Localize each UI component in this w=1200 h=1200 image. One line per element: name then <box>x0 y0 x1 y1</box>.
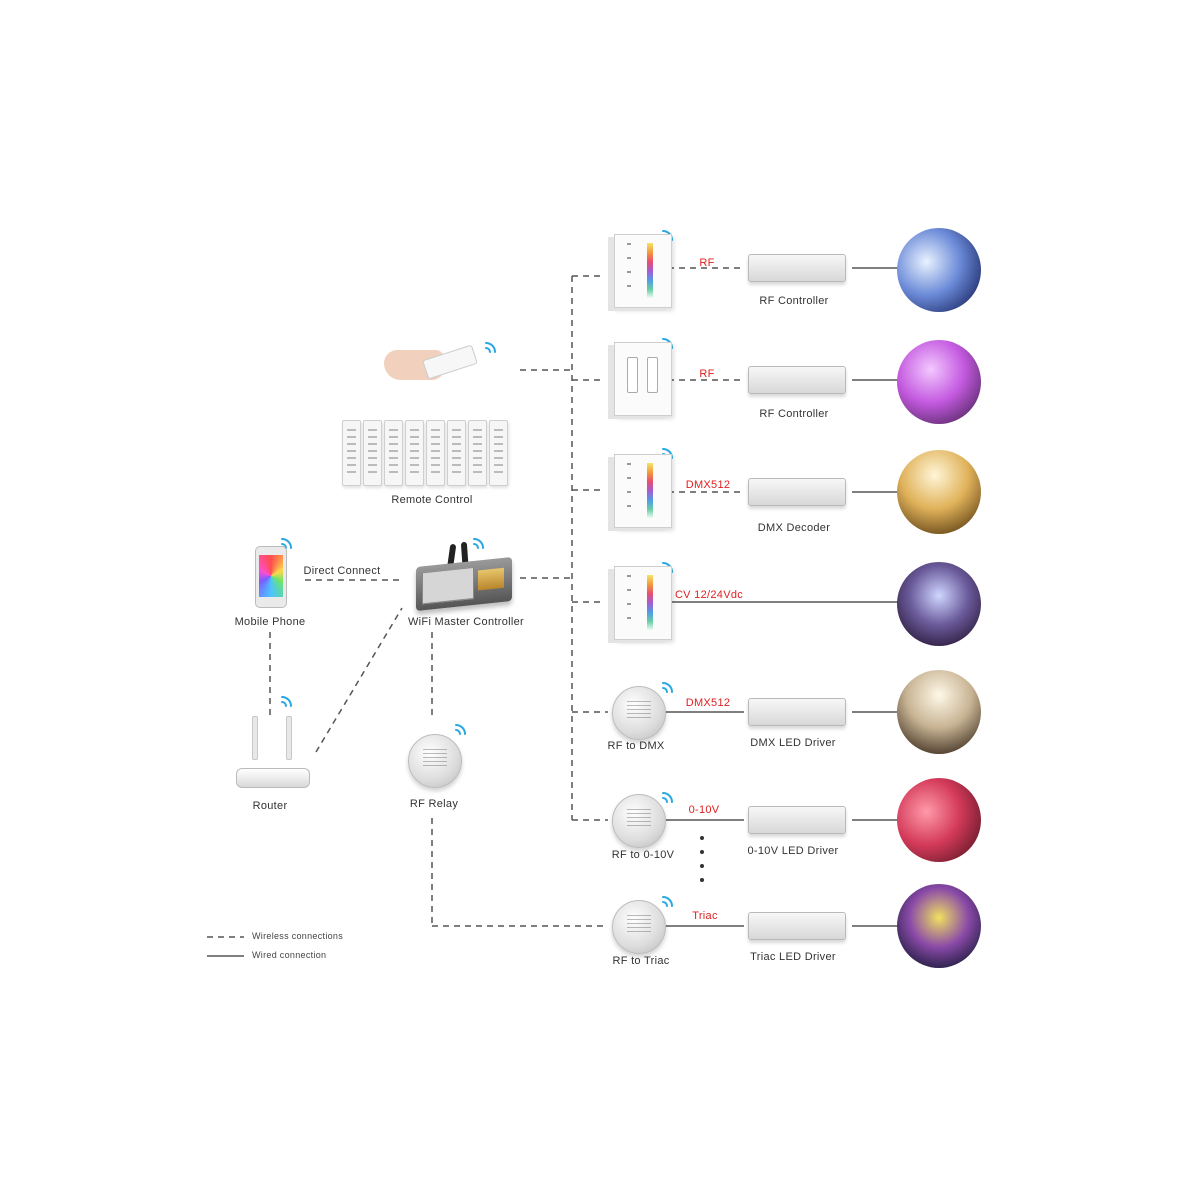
wifi-signal-icon <box>662 792 673 803</box>
protocol-label: DMX512 <box>685 479 731 491</box>
lighting-scene-photo <box>897 450 981 534</box>
driver-image <box>739 254 855 282</box>
touch-panel <box>614 342 672 416</box>
driver-image <box>739 912 855 940</box>
device-label: RF Controller <box>759 408 829 420</box>
router-label: Router <box>252 800 288 812</box>
lighting-scene-photo <box>897 228 981 312</box>
direct-connect-label: Direct Connect <box>303 565 381 577</box>
wifi-signal-icon <box>455 724 466 735</box>
rf-relay-image <box>408 734 462 788</box>
driver-image <box>739 698 855 726</box>
protocol-label: Triac <box>692 910 718 922</box>
driver-image <box>739 366 855 394</box>
row-source-label: RF to 0-10V <box>611 849 675 861</box>
wifi-signal-icon <box>281 696 292 707</box>
legend-wired: Wired connection <box>252 950 327 960</box>
wifi-signal-icon <box>485 342 496 353</box>
rf-receiver-image <box>612 900 666 954</box>
device-label: Triac LED Driver <box>750 951 836 963</box>
touch-panel <box>614 234 672 308</box>
mobile-phone-label: Mobile Phone <box>234 616 306 628</box>
device-label: DMX Decoder <box>757 522 831 534</box>
rf-receiver-image <box>612 686 666 740</box>
device-label: DMX LED Driver <box>750 737 836 749</box>
row-source-label: RF to Triac <box>612 955 670 967</box>
touch-panel <box>614 454 672 528</box>
remote-control-label: Remote Control <box>391 494 473 506</box>
row-source-label: RF to DMX <box>607 740 665 752</box>
protocol-label: CV 12/24Vdc <box>674 589 744 601</box>
wifi-signal-icon <box>662 896 673 907</box>
device-label: 0-10V LED Driver <box>747 845 839 857</box>
device-label: RF Controller <box>759 295 829 307</box>
continuation-dots <box>700 836 704 892</box>
wifi-master-controller-label: WiFi Master Controller <box>407 616 525 628</box>
protocol-label: DMX512 <box>685 697 731 709</box>
touch-panel <box>614 566 672 640</box>
lighting-scene-photo <box>897 562 981 646</box>
lighting-scene-photo <box>897 884 981 968</box>
wifi-signal-icon <box>662 682 673 693</box>
mobile-phone-image <box>255 546 287 608</box>
driver-image <box>739 806 855 834</box>
protocol-label: RF <box>699 257 715 269</box>
lighting-scene-photo <box>897 670 981 754</box>
rf-relay-label: RF Relay <box>409 798 459 810</box>
protocol-label: RF <box>699 368 715 380</box>
protocol-label: 0-10V <box>688 804 720 816</box>
lighting-scene-photo <box>897 778 981 862</box>
driver-image <box>739 478 855 506</box>
wifi-signal-icon <box>473 538 484 549</box>
lighting-scene-photo <box>897 340 981 424</box>
rf-receiver-image <box>612 794 666 848</box>
legend-wireless: Wireless connections <box>252 931 344 941</box>
